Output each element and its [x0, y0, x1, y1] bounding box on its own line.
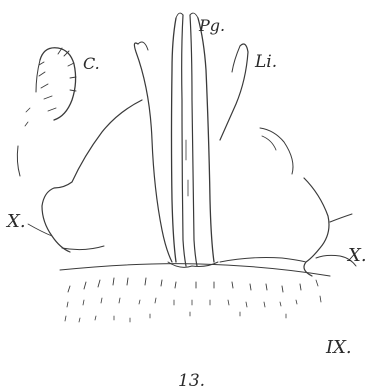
left-rod-drawing	[134, 42, 172, 262]
label-ix: IX.	[325, 337, 352, 358]
segment-ix-plate	[60, 264, 330, 322]
left-lateral-plate	[17, 100, 142, 252]
right-lateral-plate	[220, 178, 356, 276]
label-li: Li.	[254, 52, 277, 72]
label-pg: Pg.	[198, 16, 225, 35]
label-x-right: X.	[346, 245, 367, 266]
figure-number: 13.	[178, 371, 205, 390]
label-x-left: X.	[5, 211, 26, 232]
label-c: C.	[83, 54, 100, 73]
cercus-drawing	[25, 48, 76, 126]
penis-guide-drawing	[168, 13, 218, 267]
